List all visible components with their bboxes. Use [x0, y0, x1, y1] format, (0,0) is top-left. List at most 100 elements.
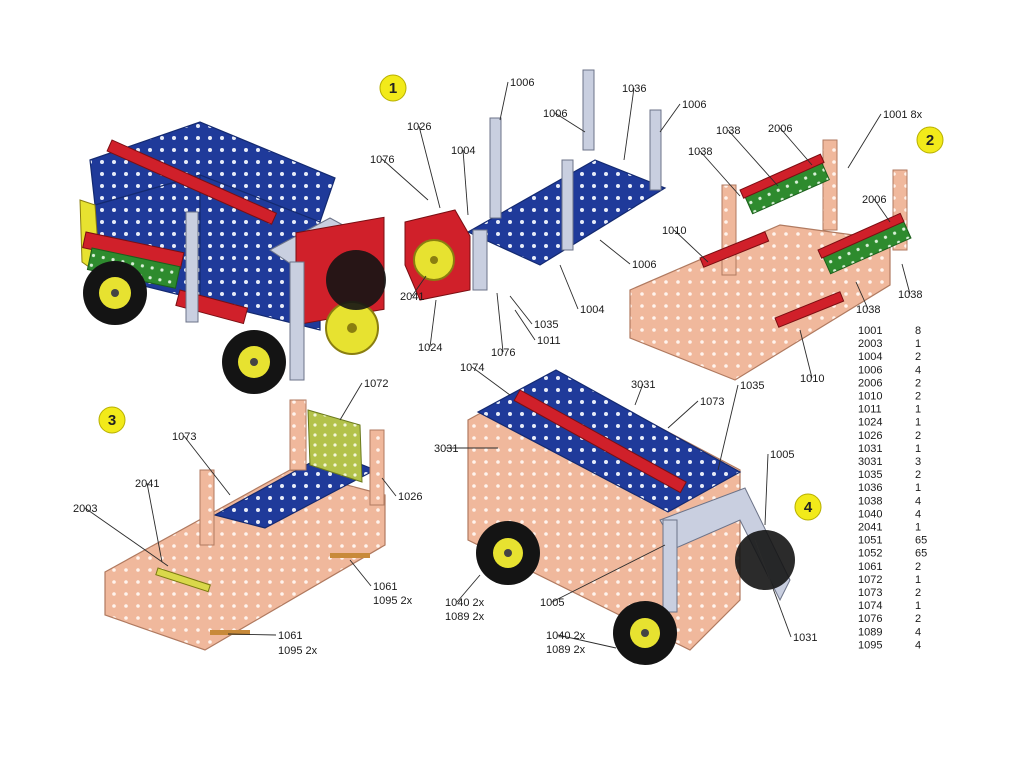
- leader-line: [599, 239, 631, 265]
- part-number: 1061: [858, 561, 882, 573]
- leader-line: [667, 400, 699, 429]
- part-label: 2003: [73, 503, 97, 515]
- part-label: 1061: [278, 630, 302, 642]
- part-quantity: 1: [915, 404, 921, 416]
- leader-line: [754, 539, 792, 638]
- part-label: 1089 2x: [546, 644, 586, 656]
- part-quantity: 65: [915, 548, 927, 560]
- leader-line: [514, 309, 536, 341]
- part-label: 1006: [682, 99, 706, 111]
- leader-line: [339, 382, 363, 421]
- part-label: 1011: [537, 335, 561, 347]
- leader-line: [509, 295, 533, 325]
- part-number: 1031: [858, 443, 882, 455]
- part-label: 1089 2x: [445, 611, 485, 623]
- part-label: 1038: [688, 146, 712, 158]
- part-quantity: 1: [915, 574, 921, 586]
- leader-line: [183, 435, 231, 496]
- part-label: 1001 8x: [883, 109, 923, 121]
- part-number: 2041: [858, 522, 882, 534]
- leader-line: [429, 299, 437, 348]
- part-number: 1052: [858, 548, 882, 560]
- part-label: 2006: [768, 123, 792, 135]
- leader-line: [462, 149, 469, 216]
- part-quantity: 1: [915, 443, 921, 455]
- parts-table-row: 1072 1: [858, 574, 921, 586]
- part-number: 1051: [858, 535, 882, 547]
- part-number: 1024: [858, 417, 882, 429]
- part-label: 3031: [631, 379, 655, 391]
- part-quantity: 2: [915, 351, 921, 363]
- part-label: 1040 2x: [445, 597, 485, 609]
- part-number: 1001: [858, 325, 882, 337]
- part-quantity: 4: [915, 639, 921, 651]
- leader-line: [496, 292, 504, 353]
- part-number: 1073: [858, 587, 882, 599]
- part-quantity: 1: [915, 417, 921, 429]
- leader-line: [456, 574, 481, 603]
- part-label: 1074: [460, 362, 484, 374]
- part-label: 1004: [580, 304, 604, 316]
- leader-line: [227, 633, 277, 636]
- part-label: 1004: [451, 145, 475, 157]
- part-number: 1036: [858, 482, 882, 494]
- step-2-illustration: [629, 139, 912, 381]
- part-quantity: 2: [915, 377, 921, 389]
- part-label: 1010: [662, 225, 686, 237]
- part-label: 1038: [856, 304, 880, 316]
- leader-line: [349, 559, 372, 587]
- leader-line: [557, 634, 617, 649]
- leader-line: [471, 366, 511, 396]
- step-number: 3: [108, 412, 116, 429]
- part-quantity: 4: [915, 626, 921, 638]
- step-1-illustration: [404, 69, 667, 301]
- part-label: 1010: [800, 373, 824, 385]
- step-badge: 1: [379, 74, 407, 102]
- part-number: 1010: [858, 391, 882, 403]
- part-quantity: 2: [915, 469, 921, 481]
- part-label: 1076: [370, 154, 394, 166]
- leader-line: [779, 127, 813, 166]
- part-label: 1073: [172, 431, 196, 443]
- part-quantity: 4: [915, 364, 921, 376]
- part-label: 2041: [135, 478, 159, 490]
- part-number: 1095: [858, 639, 882, 651]
- part-label: 1072: [364, 378, 388, 390]
- part-label: 1006: [510, 77, 534, 89]
- leader-line: [764, 453, 769, 526]
- part-quantity: 2: [915, 391, 921, 403]
- leader-line: [411, 275, 427, 297]
- leader-line: [381, 477, 397, 497]
- parts-table-row: 1095 4: [858, 639, 921, 651]
- part-labels: 1006 1036 1006 1006 1026 1076 1004 2041 1024 1076…: [73, 77, 923, 657]
- part-number: 1089: [858, 626, 882, 638]
- part-quantity: 4: [915, 495, 921, 507]
- part-number: 3031: [858, 456, 882, 468]
- part-label: 1026: [407, 121, 431, 133]
- part-label: 1035: [534, 319, 558, 331]
- part-label: 1024: [418, 342, 442, 354]
- part-number: 1072: [858, 574, 882, 586]
- leader-line: [551, 544, 666, 603]
- leader-line: [499, 81, 509, 121]
- part-quantity: 1: [915, 338, 921, 350]
- part-label: 1026: [398, 491, 422, 503]
- part-number: 1038: [858, 495, 882, 507]
- leader-line: [381, 158, 429, 201]
- part-label: 1061: [373, 581, 397, 593]
- leader-line: [559, 264, 579, 310]
- parts-table-row: 1010 2: [858, 391, 921, 403]
- part-label: 1006: [543, 108, 567, 120]
- part-label: 1031: [793, 632, 817, 644]
- leader-line: [554, 112, 586, 133]
